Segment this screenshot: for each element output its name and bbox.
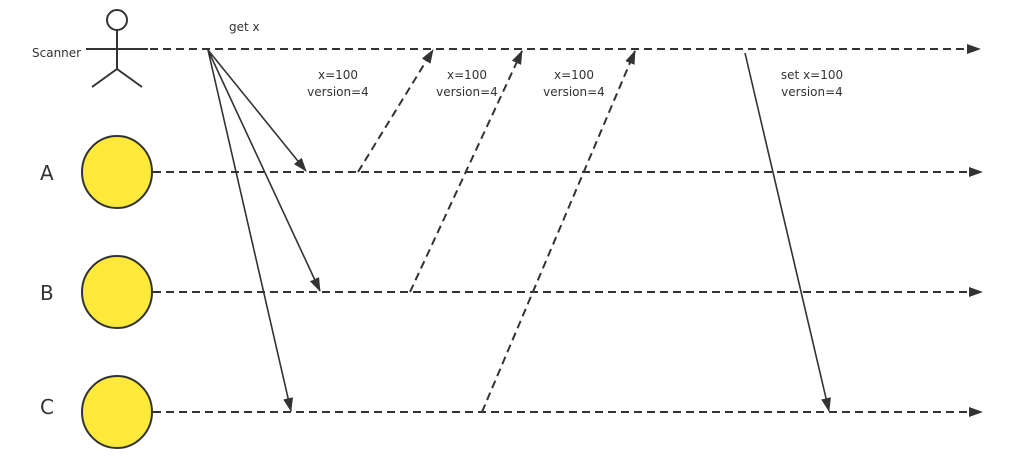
svg-text:x=100: x=100 [447,68,487,82]
node-b: B [40,255,153,329]
svg-text:version=4: version=4 [543,85,605,99]
reply-c-label: x=100 version=4 [543,68,605,99]
reply-arrow-a [357,49,434,173]
reply-arrow-c [481,50,636,413]
node-a-circle [81,135,153,209]
scanner-label: Scanner [32,46,81,60]
svg-text:x=100: x=100 [554,68,594,82]
svg-text:set x=100: set x=100 [781,68,843,82]
get-arrow-a [207,49,307,172]
node-b-label: B [40,281,54,305]
set-label: set x=100 version=4 [781,68,843,99]
reply-a-label: x=100 version=4 [307,68,369,99]
get-arrow-b [207,49,321,292]
get-arrow-c [207,49,293,412]
node-a: A [40,135,153,209]
svg-text:version=4: version=4 [436,85,498,99]
reply-b-label: x=100 version=4 [436,68,498,99]
svg-text:version=4: version=4 [307,85,369,99]
node-b-circle [81,255,153,329]
svg-text:version=4: version=4 [781,85,843,99]
get-x-label: get x [229,20,260,34]
reply-arrow-b [409,50,523,293]
set-arrow-c [744,52,831,412]
node-c-label: C [40,395,54,419]
svg-text:x=100: x=100 [318,68,358,82]
node-c: C [40,375,153,449]
scanner-actor-icon [86,9,148,88]
node-a-label: A [40,161,54,185]
node-c-circle [81,375,153,449]
